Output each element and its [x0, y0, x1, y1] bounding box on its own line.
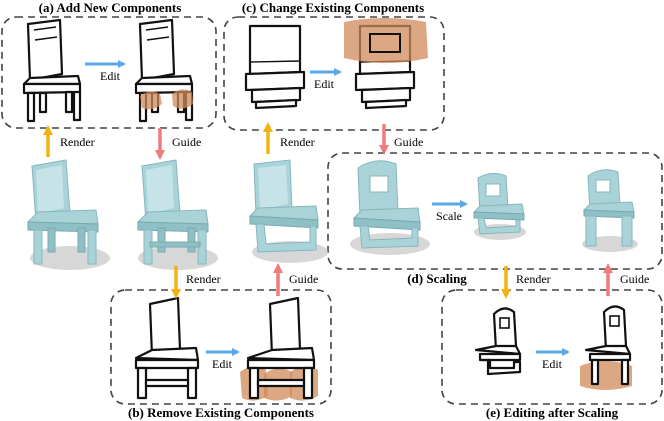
render-label-b: Render: [186, 272, 221, 286]
guide-label-a: Guide: [172, 135, 201, 149]
render-chair-changed-back: [350, 160, 430, 255]
panel-e-box: [441, 289, 663, 405]
sketch-chair-e-original: [474, 307, 522, 376]
sketch-chair-a-edited: [134, 18, 194, 123]
sketch-chair-e-edited: [580, 305, 632, 390]
added-crossbar-left-mark: [140, 91, 162, 110]
panel-c-title: (c) Change Existing Components: [242, 0, 424, 15]
sketch-chair-a-original: [22, 18, 82, 123]
sketch-chair-c-edited: [344, 18, 428, 110]
edit-label-c: Edit: [314, 77, 335, 91]
edit-label-b: Edit: [212, 357, 233, 371]
added-crossbar-right-mark: [172, 89, 193, 109]
panel-a-title: (a) Add New Components: [39, 0, 182, 15]
panel-d-title: (d) Scaling: [407, 271, 467, 286]
sketch-chair-b-original: [134, 296, 200, 400]
panel-e-title: (e) Editing after Scaling: [486, 405, 619, 420]
edit-label-a: Edit: [100, 69, 121, 83]
render-chair-original: [26, 159, 110, 270]
sketch-chair-c-original: [244, 24, 306, 110]
guide-label-c: Guide: [394, 135, 423, 149]
render-chair-added-crossbars: [136, 159, 218, 270]
backrest-hole-outline: [369, 33, 401, 53]
sketch-chair-b-edited: [240, 296, 318, 401]
scale-label: Scale: [436, 209, 462, 223]
render-chair-removed-legs: [248, 159, 328, 263]
render-chair-scaled-edited: [582, 169, 638, 252]
render-label-c: Render: [280, 135, 315, 149]
panel-d-box: [327, 152, 663, 270]
changed-backrest-mark: [344, 18, 428, 63]
guide-label-e: Guide: [620, 272, 649, 286]
render-label-d: Render: [516, 272, 551, 286]
edit-label-e: Edit: [542, 357, 563, 371]
guide-label-b: Guide: [289, 272, 318, 286]
panel-b-box: [110, 289, 332, 405]
panel-c-box: [223, 16, 445, 131]
render-label-a: Render: [60, 135, 95, 149]
render-chair-scaled: [472, 172, 526, 240]
panel-b-title: (b) Remove Existing Components: [128, 405, 314, 420]
